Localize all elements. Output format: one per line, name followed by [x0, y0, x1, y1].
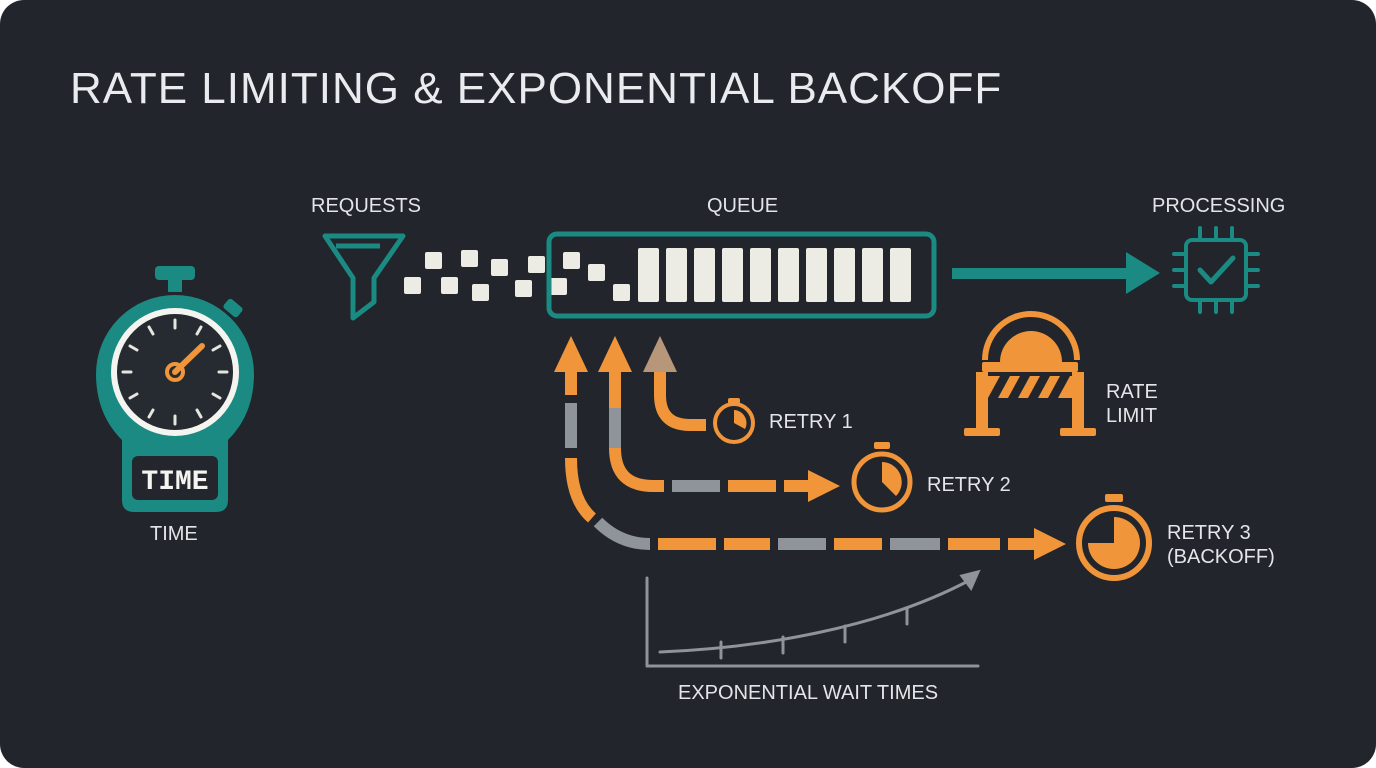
requests-label: REQUESTS — [311, 195, 422, 217]
retry1-path — [643, 336, 706, 431]
retry1-label: RETRY 1 — [769, 411, 853, 433]
rate-limit-label-line1: RATE — [1106, 381, 1158, 403]
timer-icon — [851, 442, 913, 513]
request-packets — [404, 250, 630, 301]
page-title: RATE LIMITING & EXPONENTIAL BACKOFF — [70, 64, 1003, 113]
retry3-right-arrowhead — [1034, 528, 1066, 560]
queue-to-processing-arrow — [952, 252, 1160, 294]
timer-icon — [1076, 494, 1152, 581]
rate-limit-label-line2: LIMIT — [1106, 405, 1158, 427]
retry3-up-arrowhead — [554, 336, 588, 372]
retry2-label: RETRY 2 — [927, 474, 1011, 496]
retry3-label-line2: (BACKOFF) — [1167, 546, 1275, 568]
stopwatch-display: TIME — [141, 467, 208, 498]
processing-label: PROCESSING — [1152, 195, 1286, 217]
retry3-label-line1: RETRY 3 — [1167, 522, 1251, 544]
barrier-icon — [964, 311, 1096, 436]
timer-icon — [713, 398, 755, 444]
queue-label: QUEUE — [707, 195, 779, 217]
retry3-path — [565, 370, 1035, 550]
retry2-up-arrowhead — [598, 336, 632, 372]
exp-wait-chart — [645, 569, 981, 668]
stopwatch-icon: TIME — [96, 266, 254, 512]
funnel-icon — [322, 233, 406, 321]
retry2-path — [609, 370, 810, 492]
queue-box — [546, 231, 937, 319]
cpu-check-icon — [1172, 226, 1260, 314]
exp-wait-label: EXPONENTIAL WAIT TIMES — [678, 682, 939, 704]
time-label: TIME — [150, 523, 198, 545]
retry2-right-arrowhead — [808, 470, 840, 502]
